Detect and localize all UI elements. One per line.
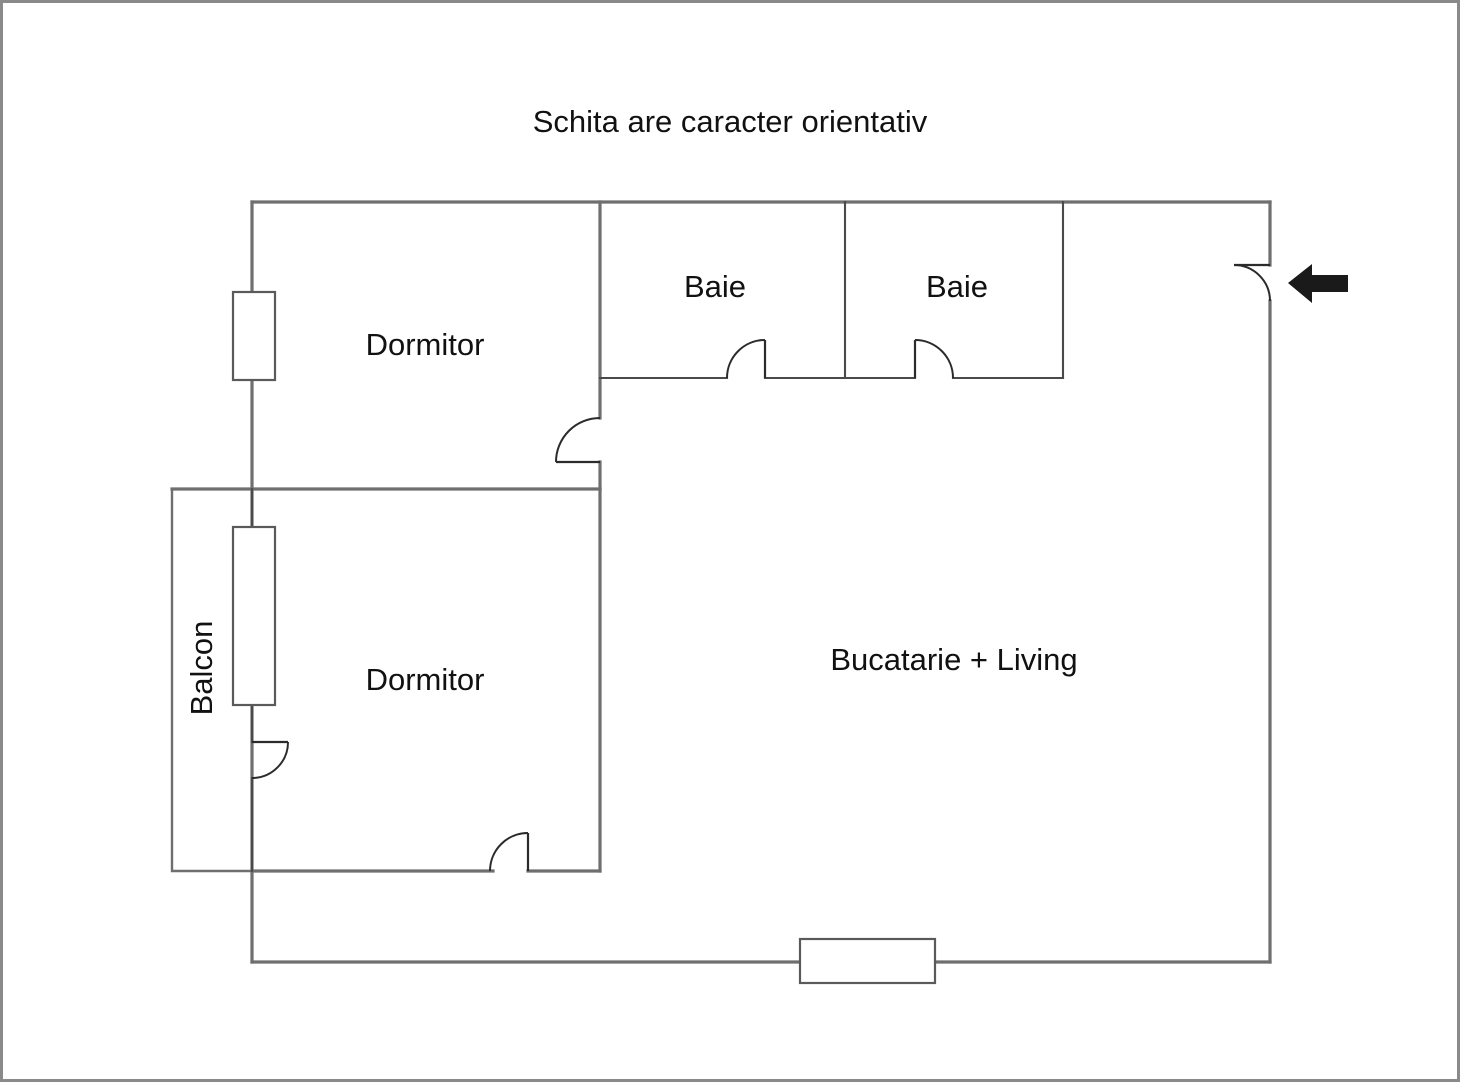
door-entrance [1233,263,1271,302]
room-label-baie-right: Baie [926,269,988,304]
door-dormitor-top [555,417,601,464]
room-label-bucatarie-living: Bucatarie + Living [830,642,1077,677]
room-label-dormitor-top: Dormitor [366,327,485,362]
door-balcon [251,740,289,779]
entrance-arrow-icon [1288,264,1348,303]
door-baie-right [913,339,954,379]
door-dormitor-bottom [489,832,530,872]
room-label-baie-left: Baie [684,269,746,304]
window-living-bottom [798,937,937,985]
door-baie-left [726,339,767,379]
interior-walls [170,200,1065,873]
room-label-balcon: Balcon [184,621,219,716]
plan-title: Schita are caracter orientativ [533,104,928,139]
window-top-dormitor [231,290,277,382]
exterior-walls [250,200,1272,964]
room-label-dormitor-bottom: Dormitor [366,662,485,697]
window-balcon [231,525,277,707]
